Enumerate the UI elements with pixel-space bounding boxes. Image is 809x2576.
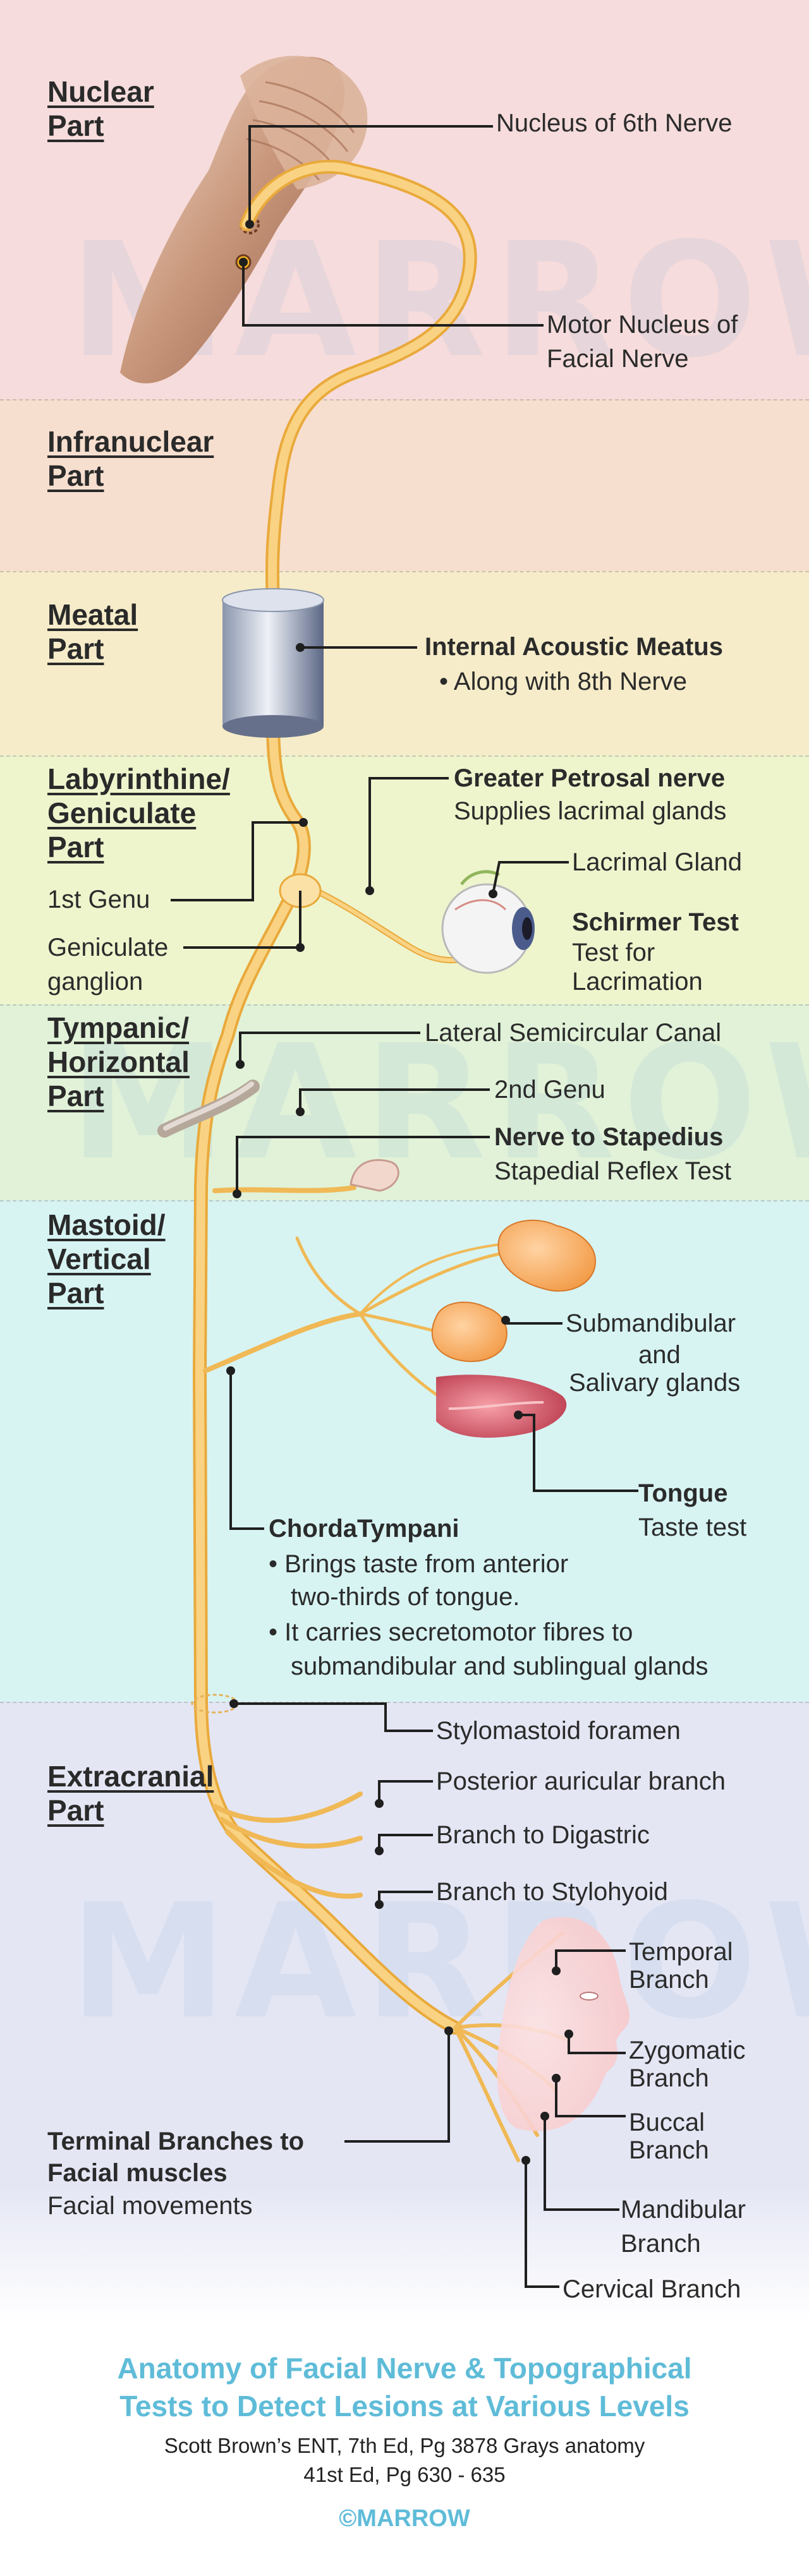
label-iam-title: Internal Acoustic Meatus — [425, 633, 723, 661]
section-title-line: Part — [47, 1794, 104, 1827]
label-mandibular-branch: Mandibular — [621, 2196, 746, 2224]
label-iam-note: • Along with 8th Nerve — [439, 668, 687, 695]
label-buccal-branch: Branch — [629, 2136, 709, 2164]
section-title-line: Infranuclear — [47, 425, 214, 458]
section-title-line: Horizontal — [47, 1045, 190, 1078]
label-schirmer-note: Lacrimation — [572, 968, 703, 996]
label-stylohyoid: Branch to Stylohyoid — [436, 1878, 668, 1906]
section-title-line: Part — [47, 1080, 104, 1112]
label-second-genu: 2nd Genu — [494, 1076, 605, 1104]
section-title-line: Part — [47, 632, 104, 665]
band-mastoid — [0, 1200, 809, 1702]
separator — [0, 1200, 809, 1201]
section-title-line: Part — [47, 831, 104, 864]
semicircular-canal-illustration — [157, 1080, 260, 1138]
band-extracranial — [0, 1702, 809, 2321]
label-submandibular: Submandibular — [566, 1309, 736, 1337]
label-temporal-branch: Branch — [629, 1966, 709, 1994]
label-nucleus-6th: Nucleus of 6th Nerve — [496, 109, 733, 137]
label-lacrimal-gland: Lacrimal Gland — [572, 848, 743, 876]
label-mandibular-branch: Branch — [621, 2230, 701, 2258]
label-digastric: Branch to Digastric — [436, 1821, 650, 1849]
separator — [0, 755, 809, 757]
label-chorda-title: ChordaTympani — [269, 1515, 459, 1543]
footer-brand: ©MARROW — [339, 2505, 470, 2532]
label-chorda-note: • It carries secretomotor fibres to — [269, 1618, 633, 1646]
label-stylomastoid: Stylomastoid foramen — [436, 1717, 681, 1745]
section-title-line: Part — [47, 1277, 104, 1309]
label-chorda-note: submandibular and sublingual glands — [291, 1652, 709, 1680]
section-title-line: Part — [47, 459, 104, 492]
footer-title: Tests to Detect Lesions at Various Level… — [119, 2390, 690, 2423]
label-buccal-branch: Buccal — [629, 2109, 705, 2136]
label-geniculate-ganglion: ganglion — [47, 968, 143, 996]
footer-title: Anatomy of Facial Nerve & Topographical — [117, 2352, 692, 2385]
label-terminal-note: Facial movements — [47, 2192, 253, 2220]
separator — [0, 571, 809, 572]
band-infranuclear — [0, 399, 809, 571]
label-cervical-branch: Cervical Branch — [563, 2275, 741, 2303]
separator — [0, 1702, 809, 1703]
tongue-illustration — [436, 1375, 567, 1438]
section-title-line: Tympanic/ — [47, 1011, 190, 1044]
label-greater-petrosal: Greater Petrosal nerve — [454, 764, 726, 792]
label-zygomatic-branch: Branch — [629, 2064, 709, 2092]
band-tympanic — [0, 1004, 809, 1200]
label-motor-nucleus: Facial Nerve — [547, 345, 689, 373]
label-chorda-note: • Brings taste from anterior — [269, 1550, 569, 1578]
label-temporal-branch: Temporal — [629, 1938, 733, 1966]
salivary-glands-illustration — [431, 1219, 596, 1363]
label-stapedius-note: Stapedial Reflex Test — [494, 1157, 732, 1185]
section-title-line: Part — [47, 109, 104, 142]
footer-reference: 41st Ed, Pg 630 - 635 — [303, 2463, 506, 2486]
separator — [0, 399, 809, 400]
label-terminal-branches: Terminal Branches to — [47, 2128, 305, 2155]
label-motor-nucleus: Motor Nucleus of — [547, 311, 738, 339]
section-title-line: Mastoid/ — [47, 1208, 166, 1241]
label-submandibular: and — [638, 1341, 681, 1369]
label-schirmer-note: Test for — [572, 939, 655, 966]
section-title-line: Labyrinthine/ — [47, 762, 230, 795]
section-title-line: Nuclear — [47, 75, 154, 108]
band-labyrinthine — [0, 755, 809, 1004]
footer-reference: Scott Brown’s ENT, 7th Ed, Pg 3878 Grays… — [164, 2434, 645, 2457]
label-posterior-auricular: Posterior auricular branch — [436, 1767, 726, 1795]
watermark: MARROW — [70, 1011, 809, 1195]
section-title-line: Geniculate — [47, 797, 197, 829]
label-greater-petrosal-note: Supplies lacrimal glands — [454, 797, 727, 825]
face-illustration — [497, 1917, 630, 2131]
label-tongue-note: Taste test — [638, 1514, 747, 1541]
separator — [0, 1004, 809, 1006]
label-geniculate-ganglion: Geniculate — [47, 934, 169, 961]
label-terminal-branches: Facial muscles — [47, 2159, 228, 2187]
section-title-line: Meatal — [47, 598, 138, 631]
label-submandibular: Salivary glands — [569, 1369, 741, 1397]
label-stapedius-title: Nerve to Stapedius — [494, 1123, 724, 1151]
label-first-genu: 1st Genu — [47, 886, 150, 913]
label-chorda-note: two-thirds of tongue. — [291, 1583, 520, 1611]
stapes-illustration — [350, 1159, 399, 1192]
label-zygomatic-branch: Zygomatic — [629, 2037, 746, 2064]
label-tongue-title: Tongue — [638, 1479, 728, 1507]
eye-illustration — [441, 870, 535, 974]
label-lateral-canal: Lateral Semicircular Canal — [425, 1019, 722, 1047]
band-meatal — [0, 571, 809, 755]
label-schirmer-title: Schirmer Test — [572, 908, 739, 936]
internal-acoustic-meatus-cylinder — [222, 588, 324, 738]
section-title-line: Vertical — [47, 1243, 151, 1275]
section-title-line: Extracranial — [47, 1760, 214, 1793]
